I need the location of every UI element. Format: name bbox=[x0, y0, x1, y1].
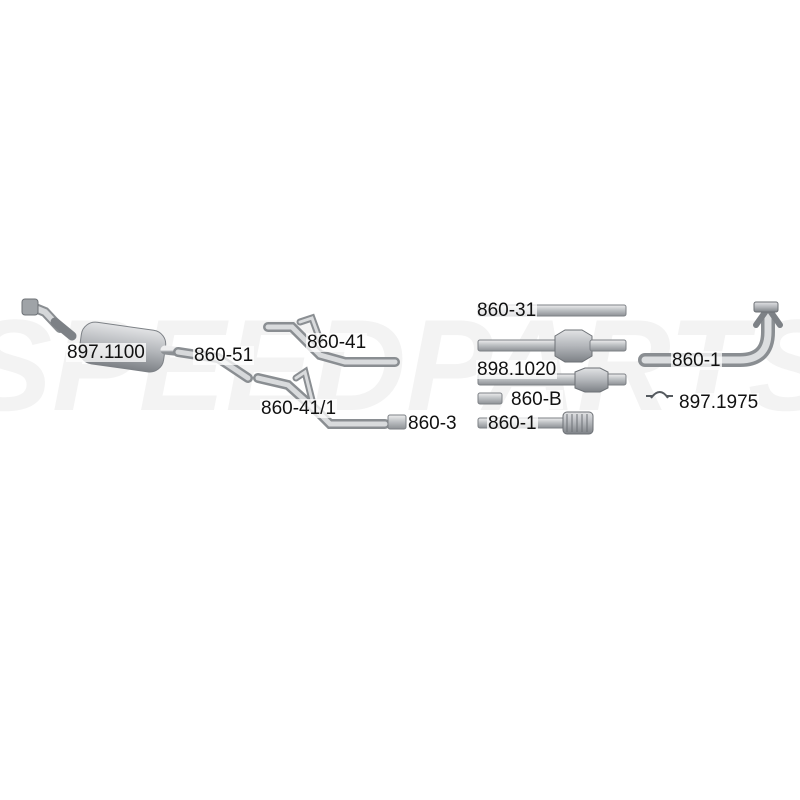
clamp-icon bbox=[646, 391, 673, 399]
straight-pipe-icon bbox=[387, 414, 407, 430]
short-pipe-icon bbox=[477, 392, 503, 405]
part-label-860-3: 860-3 bbox=[407, 413, 458, 434]
part-label-860-31: 860-31 bbox=[476, 300, 538, 321]
part-label-897-1100: 897.1100 bbox=[66, 342, 146, 363]
y-pipe-icon bbox=[263, 313, 400, 367]
catalytic-converter-icon bbox=[477, 329, 627, 393]
part-label-860-1-right: 860-1 bbox=[671, 350, 722, 371]
part-label-860-41: 860-41 bbox=[306, 332, 368, 353]
part-label-898-1020: 898.1020 bbox=[476, 359, 558, 380]
front-downpipe-icon bbox=[638, 301, 783, 367]
part-label-860-b: 860-B bbox=[510, 389, 563, 410]
part-label-860-51: 860-51 bbox=[193, 345, 255, 366]
part-label-897-1975: 897.1975 bbox=[678, 392, 760, 413]
part-label-860-1-lower: 860-1 bbox=[487, 413, 538, 434]
part-label-860-41-1: 860-41/1 bbox=[260, 398, 338, 419]
